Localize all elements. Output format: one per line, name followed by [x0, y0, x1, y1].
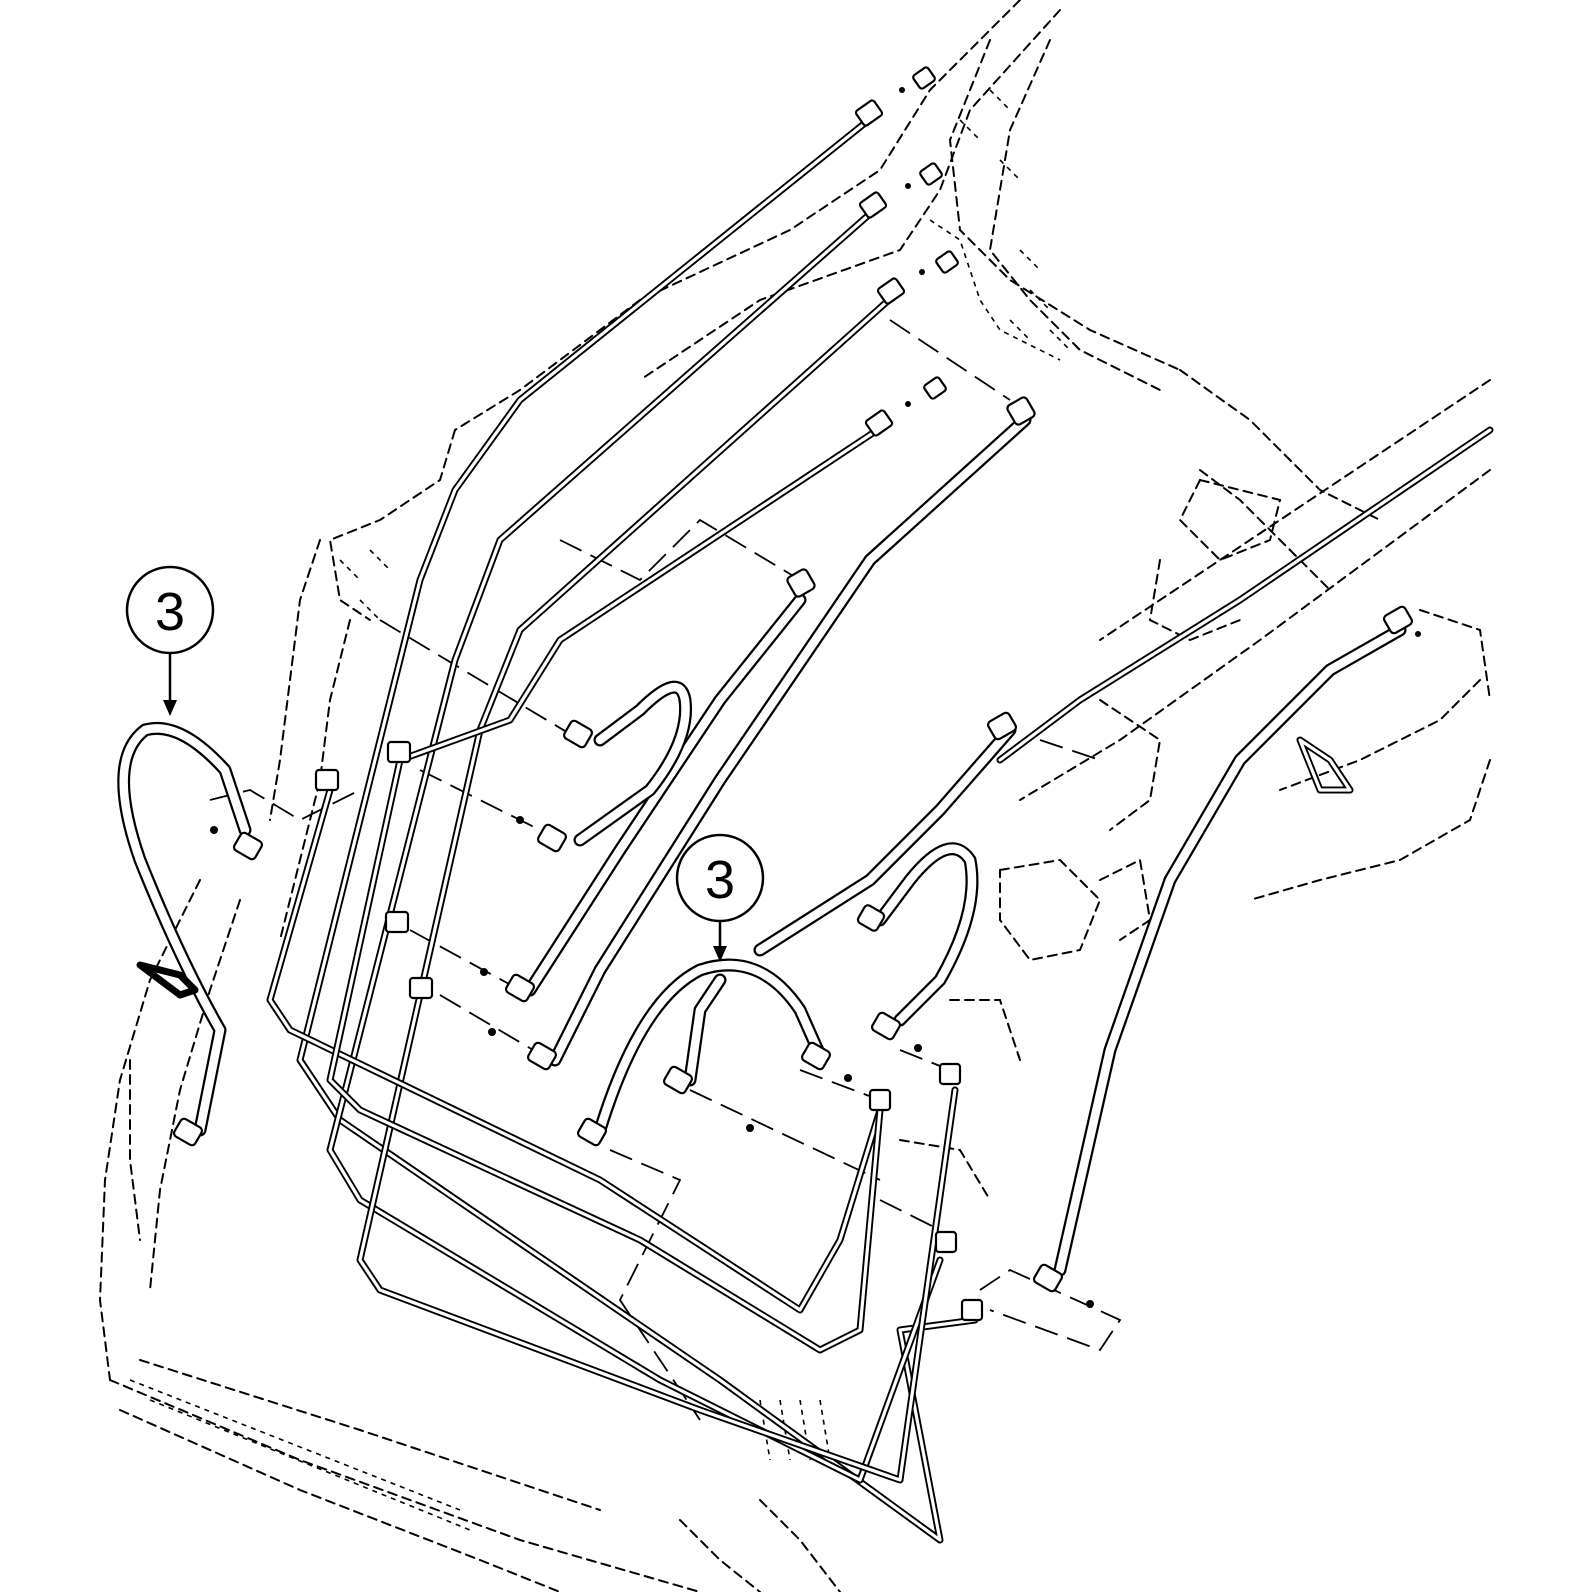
callout-arrow-head	[713, 946, 727, 962]
callout-circle	[675, 833, 765, 923]
callout-center: 3	[675, 833, 765, 962]
callout-left: 3	[125, 565, 215, 716]
callout-label: 3	[155, 582, 185, 642]
sealing-washers	[210, 87, 1421, 1308]
rigid-brake-pipes	[266, 111, 979, 1544]
callout-arrow-head	[163, 700, 177, 716]
frame-rail	[996, 379, 1494, 801]
flexible-hoses	[117, 413, 1407, 1277]
callout-circle	[125, 565, 215, 655]
vehicle-structure-phantom	[98, 0, 1491, 1592]
callout-label: 3	[705, 850, 735, 910]
fittings	[172, 66, 1414, 1322]
